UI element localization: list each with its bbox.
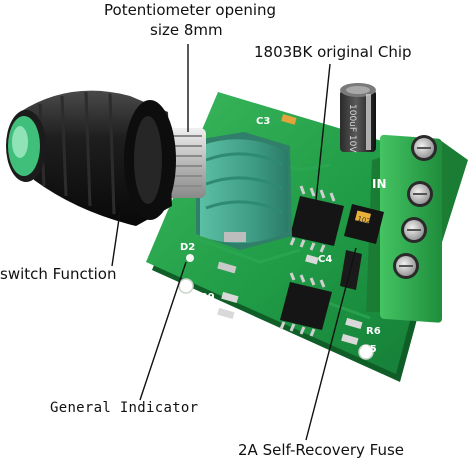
silkscreen-in: IN xyxy=(372,177,387,191)
silkscreen-c3: C3 xyxy=(256,116,270,127)
self-recovery-fuse: 102 xyxy=(340,204,384,290)
component-code: 102 xyxy=(356,215,371,226)
capacitor-marking: 100uF 10V xyxy=(347,104,357,153)
potentiometer xyxy=(166,128,292,250)
mounting-hole xyxy=(358,344,374,360)
smd-components xyxy=(186,114,363,346)
ic-1803bk-chip xyxy=(289,185,344,253)
silkscreen-r8: R8 xyxy=(196,308,211,319)
leader-lines xyxy=(111,44,357,441)
indicator-label: General Indicator xyxy=(50,400,199,416)
silkscreen: C3 IN D2 C4 R9 R8 R6 R5 xyxy=(180,116,387,355)
ic-driver-chip xyxy=(279,272,332,337)
leader-chip xyxy=(315,63,331,201)
leader-indicator xyxy=(139,261,187,401)
screw-terminal-block xyxy=(366,134,468,323)
leader-fuse xyxy=(305,247,357,441)
potentiometer-label-line1: Potentiometer opening xyxy=(104,1,277,19)
electrolytic-capacitor: 100uF 10V xyxy=(340,83,376,153)
silkscreen-d2: D2 xyxy=(180,242,195,253)
leader-switch xyxy=(111,211,121,267)
indicator-led xyxy=(186,254,194,262)
mounting-hole xyxy=(178,278,194,294)
fuse-label: 2A Self-Recovery Fuse xyxy=(238,441,405,459)
chip-label: 1803BK original Chip xyxy=(254,43,412,61)
potentiometer-label-line2: size 8mm xyxy=(150,21,223,39)
silkscreen-r5: R5 xyxy=(362,344,377,355)
silkscreen-r9: R9 xyxy=(200,292,215,303)
knob-icon xyxy=(6,90,176,227)
silkscreen-c4: C4 xyxy=(318,254,332,265)
silkscreen-r6: R6 xyxy=(366,326,381,337)
switch-label: switch Function xyxy=(0,265,117,283)
